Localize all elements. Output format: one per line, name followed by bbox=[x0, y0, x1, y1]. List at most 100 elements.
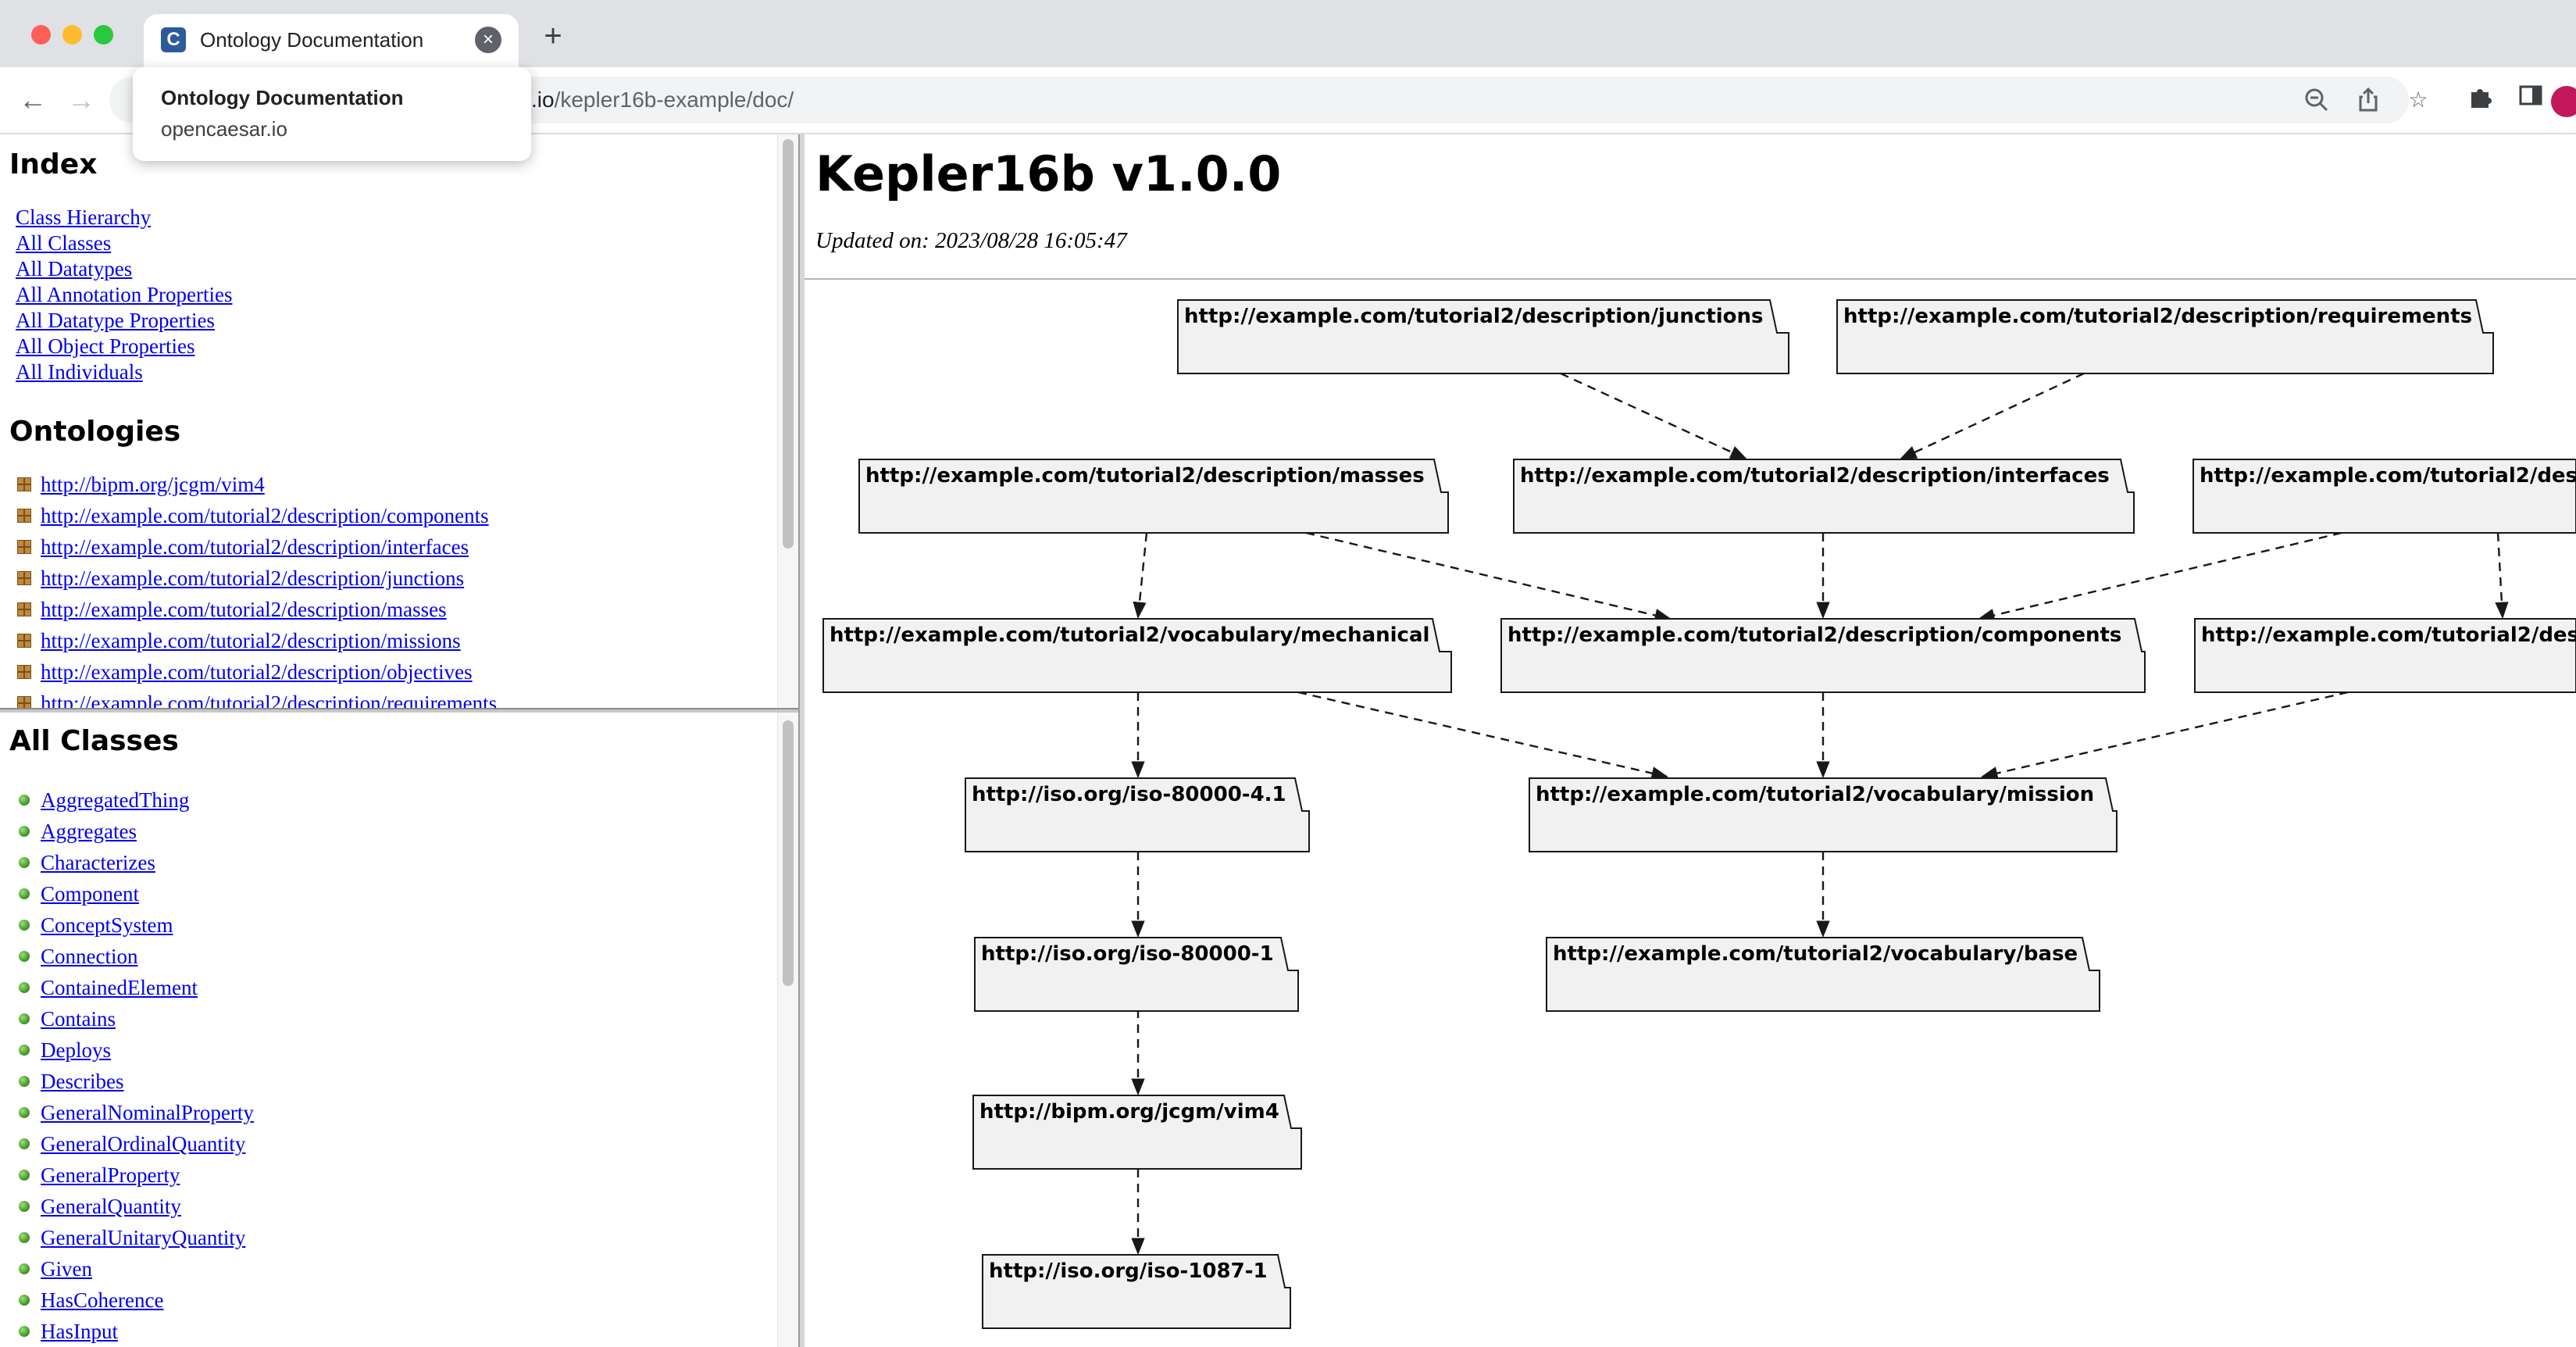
class-link[interactable]: Deploys bbox=[41, 1038, 111, 1062]
frame-resize-handle-horizontal[interactable] bbox=[0, 708, 798, 716]
package-iso80000-4-1: http://iso.org/iso-80000-4.1 bbox=[965, 777, 1310, 852]
list-item: All Datatype Properties bbox=[16, 308, 232, 334]
class-link[interactable]: HasInput bbox=[41, 1320, 118, 1343]
package-interfaces-label: http://example.com/tutorial2/description… bbox=[1520, 464, 2110, 488]
class-link[interactable]: GeneralUnitaryQuantity bbox=[41, 1226, 246, 1249]
index-link-all-individuals[interactable]: All Individuals bbox=[16, 360, 143, 384]
index-link-all-annotation-properties[interactable]: All Annotation Properties bbox=[16, 283, 233, 306]
browser-tab-active[interactable]: C Ontology Documentation × bbox=[144, 14, 519, 67]
class-link[interactable]: HasCoherence bbox=[41, 1288, 164, 1312]
index-link-all-classes[interactable]: All Classes bbox=[16, 231, 112, 255]
class-icon bbox=[19, 1295, 30, 1306]
ontology-link[interactable]: http://bipm.org/jcgm/vim4 bbox=[41, 473, 265, 496]
class-link[interactable]: Aggregates bbox=[41, 820, 137, 843]
class-link[interactable]: ConceptSystem bbox=[41, 913, 173, 937]
ontology-icon bbox=[17, 634, 31, 648]
side-panel-icon[interactable] bbox=[2514, 83, 2548, 117]
class-list-item: AggregatedThing bbox=[17, 784, 254, 816]
class-icon bbox=[19, 1170, 30, 1181]
extensions-puzzle-icon[interactable] bbox=[2464, 83, 2498, 117]
ontology-list-item: http://example.com/tutorial2/description… bbox=[17, 625, 497, 656]
ontology-list-item: http://example.com/tutorial2/description… bbox=[17, 500, 497, 531]
class-icon bbox=[19, 982, 30, 993]
ontology-main-frame: Kepler16b v1.0.0 Updated on: 2023/08/28 … bbox=[805, 134, 2576, 1347]
list-item: All Classes bbox=[16, 230, 232, 256]
ontology-link[interactable]: http://example.com/tutorial2/description… bbox=[41, 504, 489, 527]
edge-masses-to-mechanical bbox=[1133, 532, 1148, 620]
title-divider bbox=[805, 278, 2576, 280]
classes-frame-scrollbar[interactable] bbox=[783, 720, 794, 986]
package-requirements: http://example.com/tutorial2/description… bbox=[1836, 299, 2494, 374]
ontologies-heading: Ontologies bbox=[9, 416, 181, 448]
bookmark-star-icon[interactable]: ☆ bbox=[2408, 88, 2428, 112]
package-right-mid: http://example.com/tutorial2/des bbox=[2194, 618, 2576, 693]
index-link-list: Class Hierarchy All Classes All Datatype… bbox=[16, 205, 232, 385]
share-icon[interactable] bbox=[2354, 86, 2382, 114]
ontology-link[interactable]: http://example.com/tutorial2/description… bbox=[41, 535, 469, 559]
package-mission-frame bbox=[1529, 777, 2118, 852]
index-link-all-object-properties[interactable]: All Object Properties bbox=[16, 334, 195, 358]
class-icon bbox=[19, 826, 30, 837]
index-link-all-datatypes[interactable]: All Datatypes bbox=[16, 257, 133, 280]
class-icon bbox=[19, 951, 30, 962]
ontology-link[interactable]: http://example.com/tutorial2/description… bbox=[41, 566, 465, 590]
edge-junctions-to-interfaces bbox=[1560, 372, 1747, 460]
profile-avatar[interactable] bbox=[2551, 86, 2576, 117]
package-masses: http://example.com/tutorial2/description… bbox=[858, 459, 1449, 534]
window-zoom-button[interactable] bbox=[94, 25, 113, 45]
class-link[interactable]: AggregatedThing bbox=[41, 788, 190, 812]
class-list-item: HasCoherence bbox=[17, 1284, 254, 1316]
new-tab-button[interactable]: + bbox=[544, 19, 562, 53]
package-masses-frame bbox=[858, 459, 1449, 534]
class-icon bbox=[19, 1013, 30, 1024]
ontology-icon bbox=[17, 696, 31, 710]
opencaesar-favicon-icon: C bbox=[161, 27, 186, 52]
ontology-list-item: http://example.com/tutorial2/description… bbox=[17, 688, 497, 711]
edge-right-mid-to-mission bbox=[1980, 691, 2349, 781]
index-link-all-datatype-properties[interactable]: All Datatype Properties bbox=[16, 309, 215, 332]
forward-arrow-icon[interactable]: → bbox=[67, 84, 95, 116]
ontology-link[interactable]: http://example.com/tutorial2/description… bbox=[41, 629, 461, 652]
class-link[interactable]: Contains bbox=[41, 1007, 116, 1031]
list-item: All Annotation Properties bbox=[16, 282, 232, 308]
zoom-out-icon[interactable] bbox=[2303, 86, 2331, 114]
ontology-icon bbox=[17, 540, 31, 554]
class-link[interactable]: Given bbox=[41, 1257, 92, 1281]
ontology-list-item: http://example.com/tutorial2/description… bbox=[17, 563, 497, 594]
class-link[interactable]: Characterizes bbox=[41, 851, 155, 874]
ontology-list: http://bipm.org/jcgm/vim4 http://example… bbox=[17, 469, 497, 711]
ontology-list-item: http://bipm.org/jcgm/vim4 bbox=[17, 469, 497, 500]
package-nodes: http://example.com/tutorial2/description… bbox=[822, 299, 2576, 1329]
class-link[interactable]: Connection bbox=[41, 945, 138, 968]
address-text[interactable]: .io/kepler16b-example/doc/ bbox=[531, 88, 794, 113]
package-iso1087-1-label: http://iso.org/iso-1087-1 bbox=[989, 1259, 1268, 1283]
class-link[interactable]: GeneralOrdinalQuantity bbox=[41, 1132, 246, 1156]
class-list-item: GeneralNominalProperty bbox=[17, 1097, 254, 1128]
class-icon bbox=[19, 1326, 30, 1337]
ontology-link[interactable]: http://example.com/tutorial2/description… bbox=[41, 598, 447, 621]
ontology-import-diagram: http://example.com/tutorial2/description… bbox=[822, 299, 2576, 1329]
class-icon bbox=[19, 1076, 30, 1087]
browser-tab-bar: C Ontology Documentation × + bbox=[0, 0, 2576, 67]
ontology-link[interactable]: http://example.com/tutorial2/description… bbox=[41, 660, 473, 684]
package-iso80000-4-1-frame bbox=[965, 777, 1310, 852]
frame-resize-handle-vertical[interactable] bbox=[798, 134, 806, 1347]
class-link[interactable]: GeneralProperty bbox=[41, 1163, 180, 1187]
class-link[interactable]: ContainedElement bbox=[41, 976, 198, 999]
package-right-top: http://example.com/tutorial2/des bbox=[2192, 459, 2576, 534]
index-frame-scrollbar[interactable] bbox=[783, 139, 794, 548]
class-link[interactable]: GeneralNominalProperty bbox=[41, 1101, 254, 1124]
window-close-button[interactable] bbox=[31, 25, 51, 45]
class-link[interactable]: GeneralQuantity bbox=[41, 1195, 181, 1218]
class-link[interactable]: Describes bbox=[41, 1070, 124, 1093]
tab-close-icon[interactable]: × bbox=[475, 27, 501, 53]
ontology-link[interactable]: http://example.com/tutorial2/description… bbox=[41, 691, 498, 711]
package-iso80000-1: http://iso.org/iso-80000-1 bbox=[974, 937, 1299, 1012]
all-classes-frame: All Classes AggregatedThing Aggregates C… bbox=[0, 713, 798, 1347]
window-minimize-button[interactable] bbox=[62, 25, 82, 45]
back-arrow-icon[interactable]: ← bbox=[19, 84, 47, 116]
class-list-item: Deploys bbox=[17, 1034, 254, 1066]
index-link-class-hierarchy[interactable]: Class Hierarchy bbox=[16, 205, 152, 229]
class-link[interactable]: Component bbox=[41, 882, 139, 906]
class-list-item: GeneralUnitaryQuantity bbox=[17, 1222, 254, 1253]
